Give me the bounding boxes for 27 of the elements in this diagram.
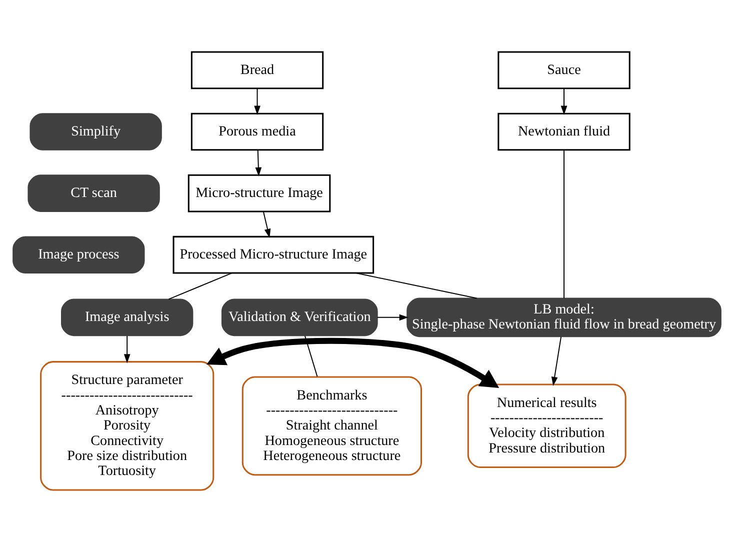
arrow <box>550 336 562 386</box>
node-box: Micro-structure Image <box>187 174 330 212</box>
node-box: Benchmarks ---------------------------- Straight channel Homogeneous structure Heterogeneous structure <box>241 376 422 476</box>
arrow <box>254 149 262 176</box>
connector <box>563 150 564 298</box>
arrow <box>376 314 408 320</box>
node-box: Validation & Verification <box>220 298 378 336</box>
connector <box>355 272 476 298</box>
node-box: Porous media <box>190 112 324 150</box>
node-box: LB model: Single-phase Newtonian fluid flow in bread geometry <box>406 297 721 337</box>
node-box: Structure parameter ---------------------------- Anisotropy Porosity Connectivity Pore size distribution Tortuosity <box>40 360 214 490</box>
node-box: Numerical results ------------------------ Velocity distribution Pressure distribution <box>466 383 626 468</box>
connector <box>304 335 318 376</box>
node-box: Simplify <box>29 112 162 150</box>
node-box: Sauce <box>497 50 630 89</box>
node-box: CT scan <box>27 174 160 212</box>
node-box: Image process <box>12 236 144 274</box>
node-box: Image analysis <box>60 298 193 336</box>
arrow <box>206 337 499 388</box>
connector <box>168 272 232 300</box>
arrow <box>123 336 130 363</box>
arrow <box>560 88 567 114</box>
arrow <box>254 88 260 114</box>
node-box: Processed Micro-structure Image <box>172 235 374 274</box>
node-box: Bread <box>190 50 324 89</box>
arrow <box>262 210 270 238</box>
node-box: Newtonian fluid <box>497 112 630 150</box>
